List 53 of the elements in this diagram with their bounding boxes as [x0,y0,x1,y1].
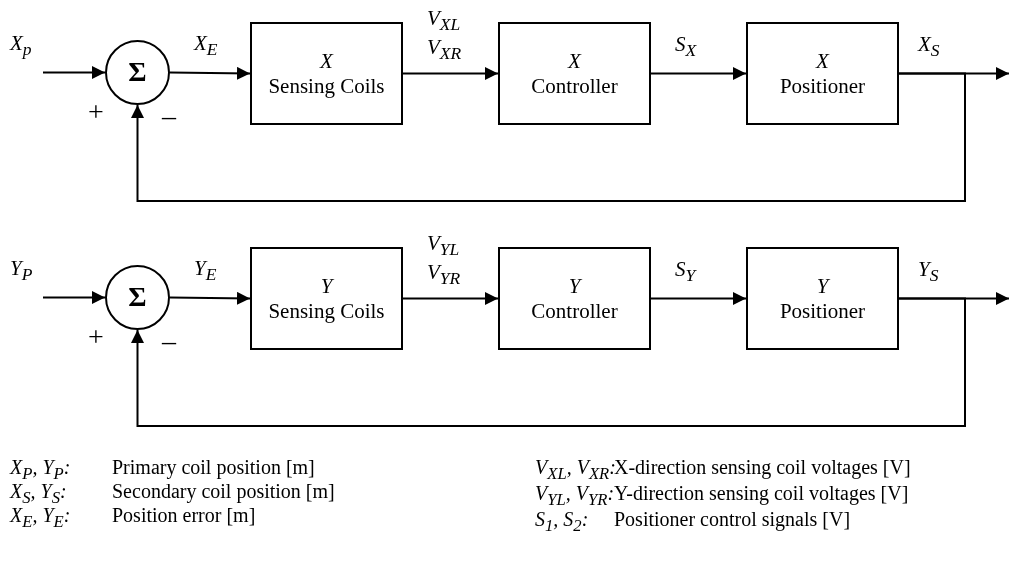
description-text: Y-direction sensing coil voltages [V] [614,482,909,505]
symbol-label: V$_{YL}$, V$_{YR}$: [535,482,615,510]
signal-label: S$_{X}$ [675,31,698,61]
arrow [131,72,966,202]
signal-label: Y$_{P}$ [10,255,34,285]
signal-label: V$_{YL}$ V$_{YR}$ [427,230,462,289]
arrow [650,292,747,305]
sign-label: – [162,325,176,357]
block-title: Controller [531,298,618,323]
sign-label: + [88,321,104,353]
sigma-symbol: Σ [128,56,147,89]
description-text: Primary coil position [m] [112,456,315,479]
signal-label: X$_{E}$ [194,30,219,60]
axis-name: Y [816,274,829,299]
arrow [169,66,251,80]
arrow [42,291,106,304]
signal-label: Y$_{E}$ [194,255,218,285]
axis-name: Y [320,274,333,299]
block [498,247,651,350]
arrow [650,67,747,80]
block-title: Sensing Coils [268,298,385,323]
signal-label: X$_{p}$ [10,30,33,60]
arrow [169,291,251,305]
block-title: Positioner [779,298,866,323]
block [250,22,403,125]
arrow [402,67,499,80]
description-text: Positioner control signals [V] [614,508,851,531]
symbol-label: V$_{XL}$, V$_{XR}$: [535,456,616,484]
axis-name: Y [568,274,581,299]
symbol-label: S$_{1}$, S$_{2}$: [535,508,589,536]
arrow [131,297,966,427]
block [746,247,899,350]
block [498,22,651,125]
axis-name: X [320,49,333,74]
sigma-symbol: Σ [128,281,147,314]
signal-label: V$_{XL}$ V$_{XR}$ [427,5,463,64]
arrow [42,66,106,79]
sign-label: – [162,100,176,132]
block [250,247,403,350]
axis-name: X [568,49,581,74]
arrow [402,292,499,305]
description-text: X-direction sensing coil voltages [V] [614,456,911,479]
signal-label: S$_{Y}$ [675,256,698,286]
signal-label: X$_{S}$ [918,31,941,61]
description-text: Secondary coil position [m] [112,480,335,503]
description-text: Position error [m] [112,504,256,527]
block-title: Sensing Coils [268,73,385,98]
block [746,22,899,125]
block-title: Positioner [779,73,866,98]
axis-name: X [816,49,829,74]
block-title: Controller [531,73,618,98]
sign-label: + [88,96,104,128]
signal-label: Y$_{S}$ [918,256,940,286]
